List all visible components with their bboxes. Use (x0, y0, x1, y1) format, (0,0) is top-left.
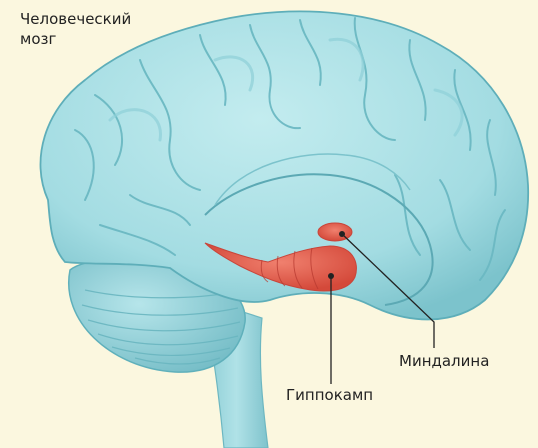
amygdala-dot (339, 231, 345, 237)
hippocampus-label: Гиппокамп (286, 386, 373, 404)
amygdala-label: Миндалина (399, 352, 489, 370)
hippocampus-dot (328, 273, 334, 279)
